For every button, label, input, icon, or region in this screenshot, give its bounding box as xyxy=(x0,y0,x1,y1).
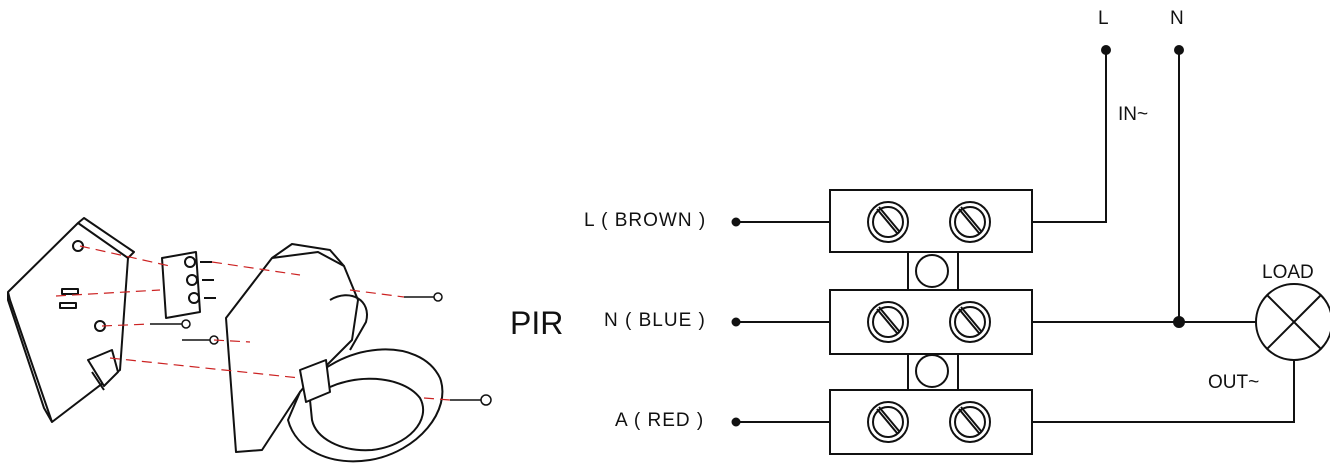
screws xyxy=(150,292,492,406)
terminal-row-a xyxy=(829,389,1033,455)
screw-terminals-n xyxy=(867,301,991,343)
wire-a-label: A ( RED ) xyxy=(615,410,705,431)
pir-sensor-head xyxy=(225,243,444,463)
wall-mounting-plate xyxy=(7,217,135,423)
wiring-schematic xyxy=(731,45,1330,455)
pir-label: PIR xyxy=(510,305,564,341)
supply-l-wire xyxy=(1032,52,1107,223)
screw-terminals-l xyxy=(867,201,991,243)
wire-l-dot xyxy=(731,217,741,227)
wire-n-label: N ( BLUE ) xyxy=(604,310,706,331)
supply-n-terminal xyxy=(1174,45,1184,55)
wire-n-dot xyxy=(731,317,741,327)
terminal-block xyxy=(829,189,1033,455)
input-label: IN~ xyxy=(1118,104,1149,125)
wire-a-dot xyxy=(731,417,741,427)
load-lamp-icon xyxy=(1255,283,1330,361)
supply-l-terminal xyxy=(1101,45,1111,55)
supply-l-label: L xyxy=(1098,8,1109,29)
supply-n-label: N xyxy=(1170,8,1184,29)
terminal-row-l xyxy=(829,189,1033,253)
terminal-block-part xyxy=(161,251,216,319)
screw-terminals-a xyxy=(867,401,991,443)
load-label: LOAD xyxy=(1262,262,1314,283)
neutral-junction xyxy=(1173,316,1185,328)
terminal-row-n xyxy=(829,289,1033,355)
exploded-mounting-illustration xyxy=(7,217,492,463)
assembly-guide-lines xyxy=(55,245,451,401)
output-wire xyxy=(1032,360,1295,423)
wire-l-label: L ( BROWN ) xyxy=(584,210,707,231)
output-label: OUT~ xyxy=(1208,372,1260,393)
